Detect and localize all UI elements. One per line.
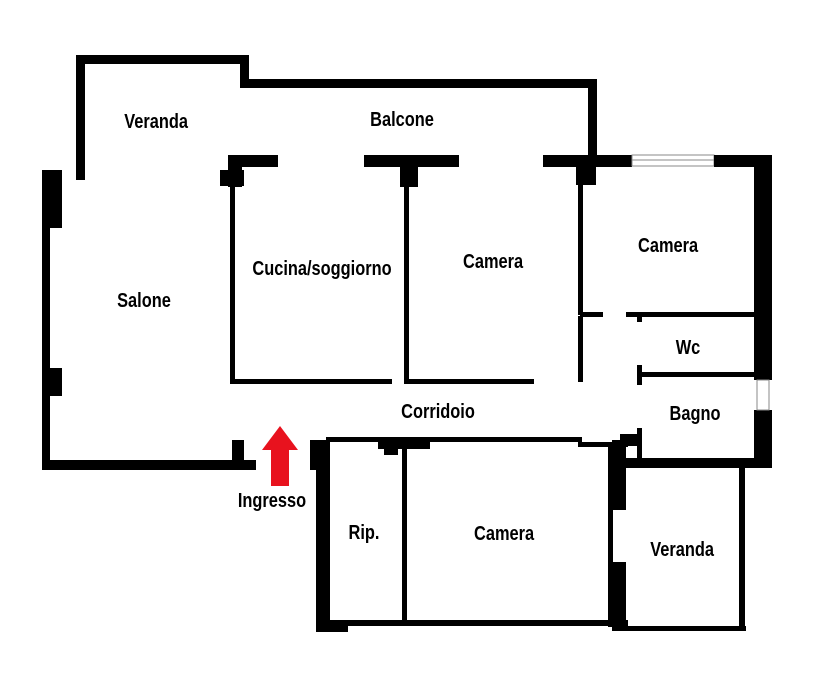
label-corridoio: Corridoio <box>401 399 475 422</box>
label-veranda-top: Veranda <box>124 109 188 132</box>
wall-step-top <box>240 55 249 87</box>
wall-corridor-lower-right <box>578 442 628 447</box>
arrow-up-icon <box>262 426 298 486</box>
wall-salone-left-pillar2 <box>42 368 62 396</box>
wall-top-veranda <box>76 55 248 64</box>
wall-bagno-left <box>637 428 642 464</box>
wall-camera-bottom-right <box>608 447 613 627</box>
window-bagno <box>756 379 770 411</box>
label-camera-center: Camera <box>463 249 524 272</box>
label-ingresso: Ingresso <box>238 488 306 511</box>
interior-walls <box>220 155 756 627</box>
room-labels: Veranda Balcone Salone Cucina/soggiorno … <box>117 107 720 560</box>
wall-cucina-camera <box>404 170 409 384</box>
wall-veranda-left <box>76 55 85 180</box>
label-veranda-bottom: Veranda <box>650 537 714 560</box>
wall-veranda-bottom-left-lower <box>612 562 626 630</box>
wall-camera-right-bottom2 <box>626 312 756 317</box>
wall-cucina-left <box>230 170 235 384</box>
wall-salone-bottom <box>42 460 256 470</box>
wall-right-lower <box>754 410 772 468</box>
label-camera-right: Camera <box>638 233 699 256</box>
outer-walls <box>42 55 772 632</box>
label-ripostiglio: Rip. <box>349 520 380 543</box>
wall-wc-left-lower <box>637 365 642 385</box>
label-bagno: Bagno <box>670 401 721 424</box>
wall-top-right-right <box>714 155 772 167</box>
label-cucina-soggiorno: Cucina/soggiorno <box>252 256 391 279</box>
entrance: Ingresso <box>238 426 306 511</box>
wall-rightblock-left <box>578 170 583 315</box>
wall-rightblock-left-lower <box>578 316 583 382</box>
wall-camera-bottom-pillar2 <box>384 437 398 455</box>
wall-right-upper <box>754 155 772 380</box>
wall-veranda-bottom-right <box>739 462 745 631</box>
wall-corridor-lower <box>326 437 582 442</box>
label-wc: Wc <box>676 335 701 358</box>
wall-camera-bottom <box>404 379 534 384</box>
wall-entrance-left-jamb <box>232 440 244 470</box>
wall-top-balcone <box>240 79 597 88</box>
wall-salone-left <box>42 170 50 470</box>
wall-wc-left <box>637 312 642 322</box>
wall-balcone-right <box>588 79 597 164</box>
wall-wc-bagno <box>640 372 756 377</box>
wall-camera-right-bottom <box>580 312 603 317</box>
wall-veranda-bottom-left-upper <box>612 440 626 510</box>
label-salone: Salone <box>117 288 171 311</box>
label-camera-bottom: Camera <box>474 521 535 544</box>
wall-veranda-bottom-top <box>612 458 772 468</box>
wall-rip-camera <box>402 442 407 622</box>
wall-cucina-bottom <box>230 379 392 384</box>
wall-rip-left <box>316 440 330 632</box>
label-balcone: Balcone <box>370 107 434 130</box>
wall-veranda-bottom-bottom <box>612 626 746 631</box>
wall-bottom-long <box>316 620 628 626</box>
